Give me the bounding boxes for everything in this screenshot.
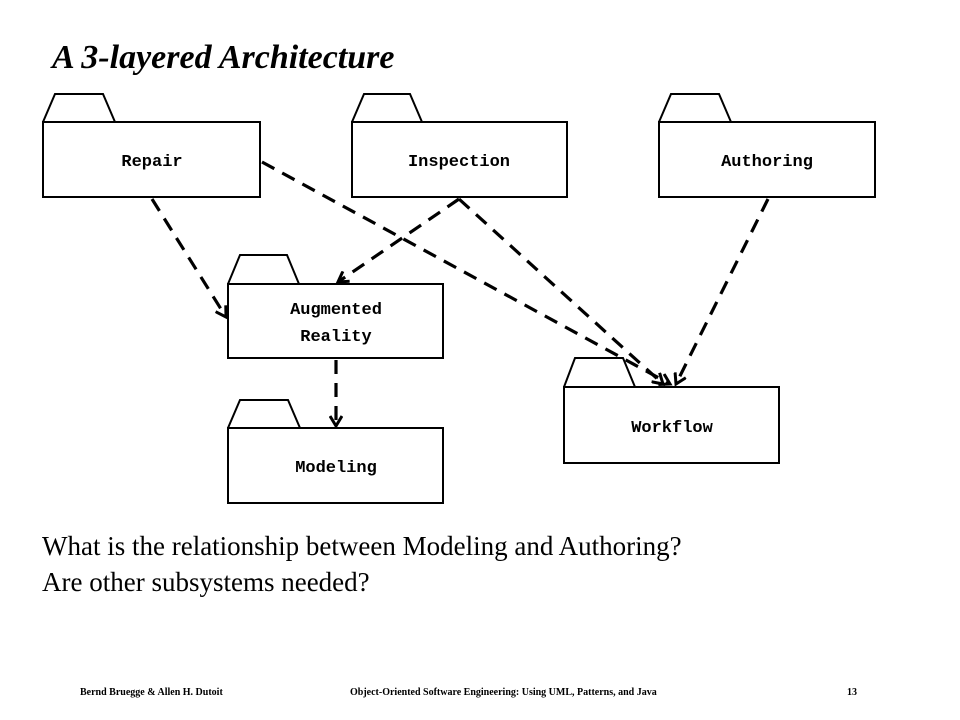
dependency-inspection-augmented-reality xyxy=(338,197,460,282)
package-tab xyxy=(227,399,301,429)
question-relationship: What is the relationship between Modelin… xyxy=(42,531,682,561)
package-authoring: Authoring xyxy=(658,93,876,198)
dependency-inspection-workflow xyxy=(457,197,663,384)
dependency-repair-augmented-reality xyxy=(150,198,226,317)
package-body xyxy=(658,121,876,198)
package-inspection: Inspection xyxy=(351,93,568,198)
footer-book-title: Object-Oriented Software Engineering: Us… xyxy=(350,687,657,698)
package-label-line-1: Augmented xyxy=(290,301,382,320)
package-tab xyxy=(563,357,636,388)
package-label: Authoring xyxy=(721,153,813,172)
package-label-line-2: Reality xyxy=(300,328,371,347)
package-tab xyxy=(227,254,300,285)
package-body xyxy=(227,427,444,504)
package-body xyxy=(351,121,568,198)
footer-page-number: 13 xyxy=(847,687,857,698)
package-label: Inspection xyxy=(408,153,510,172)
package-tab xyxy=(42,93,116,123)
package-body xyxy=(42,121,261,198)
dependency-authoring-workflow xyxy=(676,198,770,384)
package-modeling: Modeling xyxy=(227,399,444,504)
package-repair: Repair xyxy=(42,93,261,198)
package-label: Modeling xyxy=(295,459,377,478)
footer-authors: Bernd Bruegge & Allen H. Dutoit xyxy=(80,687,223,698)
slide-title: A 3-layered Architecture xyxy=(52,39,395,76)
package-body xyxy=(563,386,780,464)
package-workflow: Workflow xyxy=(563,357,780,464)
package-label: Repair xyxy=(121,153,182,172)
package-body xyxy=(227,283,444,359)
dependency-repair-workflow xyxy=(261,160,670,384)
package-tab xyxy=(658,93,732,123)
package-tab xyxy=(351,93,423,123)
question-subsystems: Are other subsystems needed? xyxy=(42,567,370,597)
package-augmented-reality: Augmented Reality xyxy=(227,254,444,359)
package-label: Workflow xyxy=(631,419,713,438)
